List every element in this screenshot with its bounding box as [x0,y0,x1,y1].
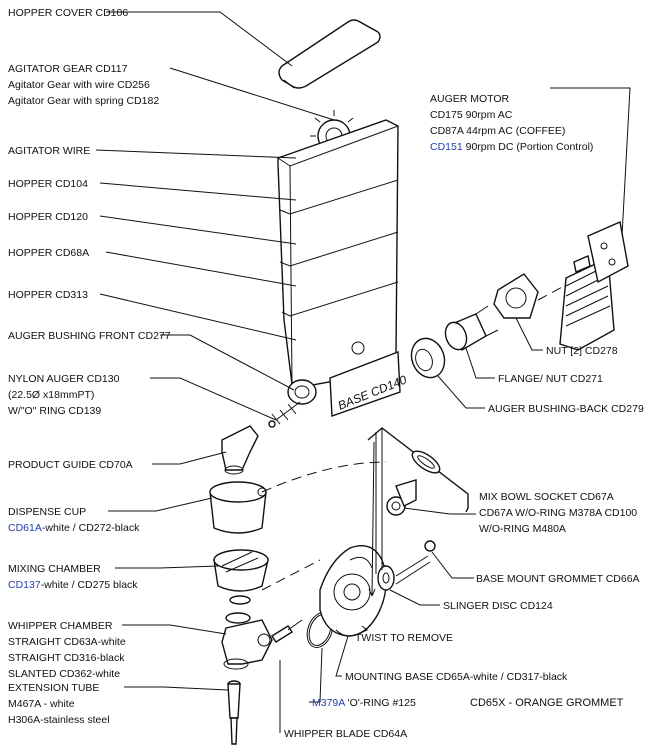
label-flange-nut: FLANGE/ NUT CD271 [498,373,603,385]
label-nut: NUT [2] CD278 [546,345,618,357]
label-dispense-cup-codes: CD61A-white / CD272-black [8,522,140,534]
label-whipper-straight-white: STRAIGHT CD63A-white [8,636,126,648]
label-grommet-note: CD65X - ORANGE GROMMET [470,697,624,709]
label-hopper-cover: HOPPER COVER CD106 [8,7,128,19]
label-mix-bowl-socket-3: W/O-RING M480A [479,523,566,535]
label-extension-steel: H306A-stainless steel [8,714,110,726]
motor-cd151-rest: 90rpm DC (Portion Control) [463,141,594,153]
label-agitator-wire: AGITATOR WIRE [8,145,90,157]
label-whipper-blade: WHIPPER BLADE CD64A [284,728,407,740]
label-extension-white: M467A - white [8,698,75,710]
label-nylon-auger-size: (22.5Ø x18mmPT) [8,389,94,401]
auger-motor [559,221,629,351]
labels: HOPPER COVER CD106 AGITATOR GEAR CD117 A… [8,7,644,740]
label-oring: M379A 'O'-RING #125 [312,697,416,709]
mixing-chamber [213,549,269,605]
dispense-cup-codes-rest: -white / CD272-black [42,522,140,534]
base-mount-grommet [395,540,436,585]
label-motor-cd175: CD175 90rpm AC [430,109,513,121]
hopper-cover [278,19,381,89]
oring-rest: 'O'-RING #125 [345,697,416,709]
mounting-panel [367,427,469,574]
label-auger-bushing-back: AUGER BUSHING-BACK CD279 [488,403,644,415]
label-hopper-cd313: HOPPER CD313 [8,289,88,301]
label-hopper-cd68a: HOPPER CD68A [8,247,89,259]
mixing-chamber-codes-rest: -white / CD275 black [41,579,139,591]
label-nylon-auger-oring: W/"O" RING CD139 [8,405,101,417]
leader-lines [95,11,631,733]
whipper-blade [271,619,303,643]
link-cd61a[interactable]: CD61A [8,522,42,534]
label-mix-bowl-socket-2: CD67A W/O-RING M378A CD100 [479,507,637,519]
flange-nut [444,305,499,352]
whipper-chamber [221,612,273,670]
alignment-line-cup [261,461,387,493]
mix-bowl-socket [386,479,417,516]
mounting-base [319,545,387,637]
label-base-mount-grommet: BASE MOUNT GROMMET CD66A [476,573,640,585]
label-whipper-slanted: SLANTED CD362-white [8,668,120,680]
link-m379a[interactable]: M379A [312,697,345,709]
label-mixing-chamber-codes: CD137-white / CD275 black [8,579,138,591]
label-whipper-straight-black: STRAIGHT CD316-black [8,652,125,664]
link-cd137[interactable]: CD137 [8,579,41,591]
nylon-auger [268,401,301,428]
label-agitator-gear-spring: Agitator Gear with spring CD182 [8,95,159,107]
label-whipper-chamber: WHIPPER CHAMBER [8,620,113,632]
label-agitator-gear-wire: Agitator Gear with wire CD256 [8,79,150,91]
label-hopper-cd120: HOPPER CD120 [8,211,88,223]
label-motor-cd151: CD151 90rpm DC (Portion Control) [430,141,593,153]
label-mix-bowl-socket: MIX BOWL SOCKET CD67A [479,491,614,503]
label-hopper-cd104: HOPPER CD104 [8,178,88,190]
label-agitator-gear: AGITATOR GEAR CD117 [8,63,128,75]
label-twist-to-remove: TWIST TO REMOVE [355,632,453,644]
extension-tube [227,680,241,745]
label-mixing-chamber: MIXING CHAMBER [8,563,101,575]
label-motor-cd87a: CD87A 44rpm AC (COFFEE) [430,125,565,137]
product-guide [221,425,259,475]
dispense-cup [209,481,267,534]
alignment-line-motor [537,285,565,301]
hopper-body [277,119,399,389]
nut [493,273,539,319]
label-extension-tube: EXTENSION TUBE [8,682,99,694]
auger-bushing-front [287,379,317,405]
label-dispense-cup: DISPENSE CUP [8,506,86,518]
alignment-line-base [261,559,321,591]
label-product-guide: PRODUCT GUIDE CD70A [8,459,133,471]
twist-arrow [335,625,368,637]
label-auger-motor: AUGER MOTOR [430,93,510,105]
label-mounting-base: MOUNTING BASE CD65A-white / CD317-black [345,671,568,683]
auger-bushing-back [410,337,446,379]
label-nylon-auger: NYLON AUGER CD130 [8,373,120,385]
slinger-disc [377,565,395,591]
label-slinger-disc: SLINGER DISC CD124 [443,600,553,612]
link-cd151[interactable]: CD151 [430,141,463,153]
label-auger-bushing-front: AUGER BUSHING FRONT CD277 [8,330,171,342]
